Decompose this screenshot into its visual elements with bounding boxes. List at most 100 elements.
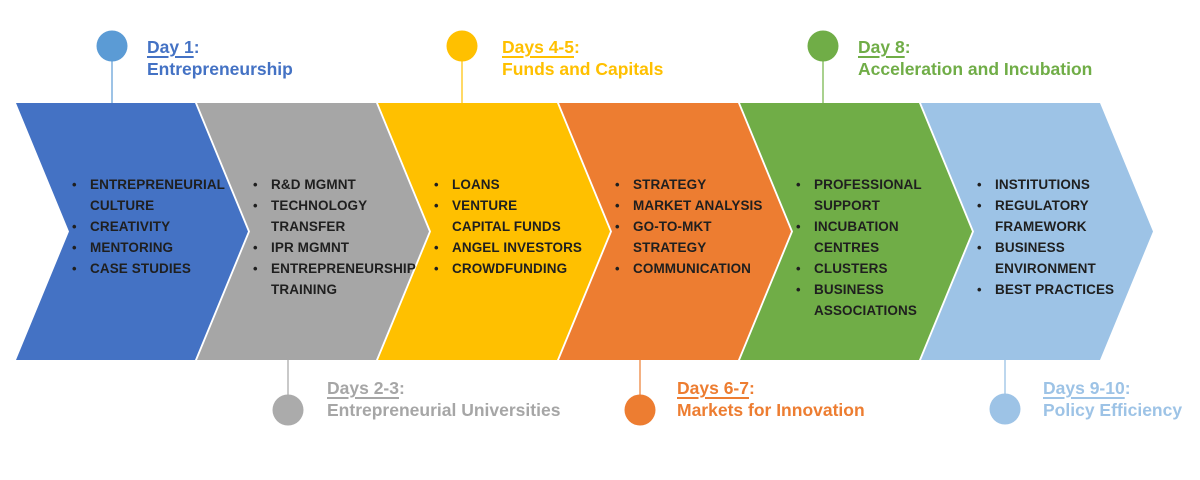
stage-chevron-4 [559,103,791,360]
list-item-text: ENTREPRENEURIAL [90,177,226,192]
stage-day-text: Days 2-3 [327,378,399,398]
list-item: •MENTORING [72,237,225,258]
list-item-text: ENTREPRENEURSHIP [271,261,416,276]
list-item: •CLUSTERS [796,258,922,279]
list-item: •IPR MGMNT [253,237,416,258]
list-item-text: R&D MGMNT [271,177,356,192]
stage-day-line: Days 2-3: [327,377,560,399]
list-item: •CASE STUDIES [72,258,225,279]
bullet-icon: • [253,240,258,255]
bullet-icon: • [977,177,982,192]
stage-day-text: Day 8 [858,37,905,57]
list-item: •COMMUNICATION [615,258,763,279]
stage-day-line: Days 9-10: [1043,377,1182,399]
stage-chevron-2 [197,103,429,360]
list-item: •STRATEGY [615,174,763,195]
stage-day-text: Day 1 [147,37,194,57]
list-item-text: MARKET ANALYSIS [633,198,763,213]
list-item-text: TECHNOLOGY [271,198,368,213]
bullet-icon: • [615,198,620,213]
list-item-text: FRAMEWORK [995,219,1087,234]
list-item-text: LOANS [452,177,500,192]
bullet-icon: • [796,282,801,297]
stage-marker-circle-5 [807,30,839,62]
bullet-icon: • [253,198,258,213]
list-item-text: CLUSTERS [814,261,888,276]
stage-marker-circle-4 [624,394,656,426]
list-item-text: CROWDFUNDING [452,261,568,276]
stage-label-3: Days 4-5:Funds and Capitals [502,36,663,80]
list-item-text: VENTURE [452,198,518,213]
list-item: •R&D MGMNT [253,174,416,195]
stage-chevron-5 [740,103,972,360]
stage-title: Entrepreneurial Universities [327,400,561,420]
list-item-continuation: CULTURE [72,195,225,216]
stage-day-colon: : [1124,378,1131,398]
list-item-text: INCUBATION [814,219,899,234]
list-item: •BUSINESS [977,237,1114,258]
stage-day-line: Day 8: [858,36,1092,58]
stage-day-colon: : [574,37,580,57]
bullet-icon: • [977,240,982,255]
stage-title: Acceleration and Incubation [858,59,1093,79]
list-item: • TECHNOLOGY [253,195,416,216]
bullet-icon: • [615,219,620,234]
stage-title: Funds and Capitals [502,59,664,79]
bullet-icon: • [615,261,620,276]
stage-day-text: Days 9-10 [1043,378,1125,398]
bullet-icon: • [72,219,77,234]
list-item-text: PROFESSIONAL [814,177,922,192]
list-item-text: SUPPORT [814,198,880,213]
bullet-icon: • [434,198,439,213]
stage-title: Entrepreneurship [147,59,293,79]
bullet-icon: • [253,261,258,276]
stage-chevron-1 [16,103,248,360]
bullet-icon: • [72,177,77,192]
stage-marker-circle-2 [272,394,304,426]
stage-day-colon: : [193,37,200,57]
stage-title: Markets for Innovation [677,400,865,420]
list-item-continuation: CENTRES [796,237,922,258]
stage-title: Policy Efficiency [1043,400,1183,420]
list-item-continuation: ASSOCIATIONS [796,300,922,321]
list-item-text: TRAINING [271,282,338,297]
stage-label-5: Day 8:Acceleration and Incubation [858,36,1092,80]
stage-day-text: Days 6-7 [677,378,749,398]
stage-day-line: Day 1: [147,36,293,58]
list-item: • BUSINESS [796,279,922,300]
list-item-text: CULTURE [90,198,155,213]
stage-label-6: Days 9-10:Policy Efficiency [1043,377,1182,421]
list-item: • MARKET ANALYSIS [615,195,763,216]
bullet-icon: • [615,177,620,192]
stage-marker-circle-1 [96,30,128,62]
stage-label-4: Days 6-7:Markets for Innovation [677,377,865,421]
stage-marker-circle-3 [446,30,478,62]
list-item-text: TRANSFER [271,219,346,234]
list-item-text: BUSINESS [814,282,884,297]
bullet-icon: • [977,198,982,213]
list-item: • VENTURE [434,195,582,216]
list-item-text: STRATEGY [633,240,707,255]
bullet-icon: • [434,177,439,192]
stage-day-line: Days 4-5: [502,36,663,58]
bullet-icon: • [977,282,982,297]
list-item: •PROFESSIONAL [796,174,922,195]
list-item-continuation: SUPPORT [796,195,922,216]
list-item-continuation: TRANSFER [253,216,416,237]
list-item: •REGULATORY [977,195,1114,216]
list-item-text: CASE STUDIES [90,261,191,276]
list-item-text: CAPITAL FUNDS [452,219,561,234]
stage-chevron-6 [921,103,1153,360]
list-item: •GO-TO-MKT [615,216,763,237]
list-item-text: ANGEL INVESTORS [452,240,583,255]
list-item-continuation: CAPITAL FUNDS [434,216,582,237]
bullet-icon: • [796,219,801,234]
list-item: • LOANS [434,174,582,195]
